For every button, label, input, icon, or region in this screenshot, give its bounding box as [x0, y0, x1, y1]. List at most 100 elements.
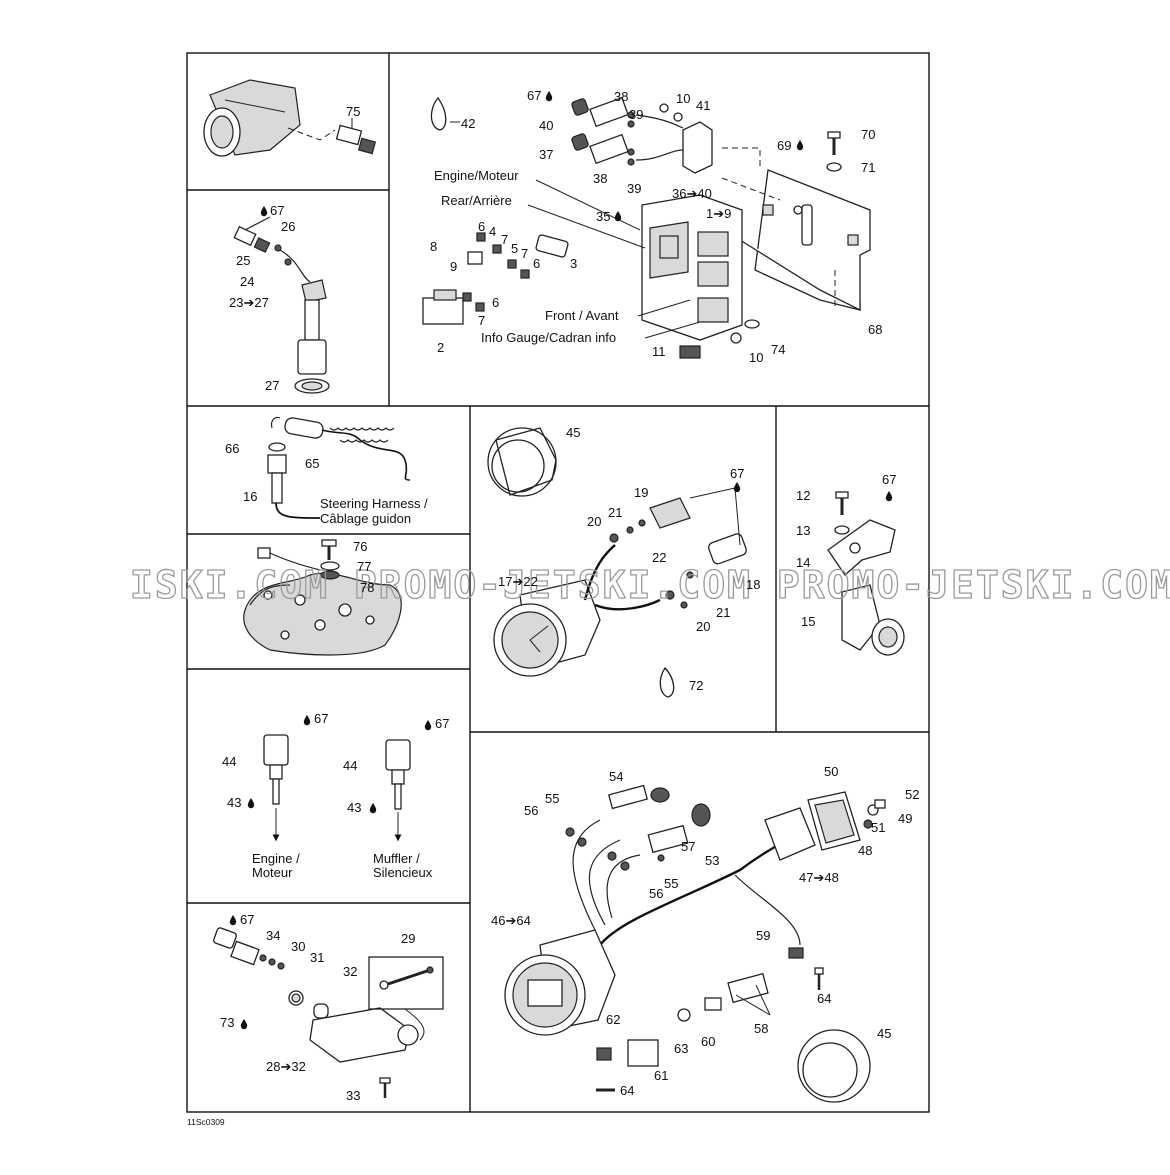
label-21: 21 [608, 505, 622, 520]
panel-water-sensor [233, 216, 330, 394]
label-46-64: 46➔64 [491, 913, 531, 928]
label-77: 77 [357, 559, 371, 574]
label-55: 55 [664, 876, 678, 891]
label-5: 5 [511, 241, 518, 256]
label-61: 61 [654, 1068, 668, 1083]
label-25: 25 [236, 253, 250, 268]
label-74: 74 [771, 342, 785, 357]
label-38: 38 [593, 171, 607, 186]
label-67: 67 [527, 88, 541, 103]
label-72: 72 [689, 678, 703, 693]
panel-speedometer-gauge [487, 427, 747, 698]
part-labels: 75 42 67 38 39 10 41 40 37 38 39 36➔40 6… [220, 88, 919, 1103]
label-muffler: Muffler / [373, 851, 420, 866]
label-rear-arriere: Rear/Arrière [441, 193, 512, 208]
label-59: 59 [756, 928, 770, 943]
label-34: 34 [266, 928, 280, 943]
label-14: 14 [796, 555, 810, 570]
label-39: 39 [627, 181, 641, 196]
label-73: 73 [220, 1015, 234, 1030]
label-65: 65 [305, 456, 319, 471]
label-1-9: 1➔9 [706, 206, 731, 221]
label-18: 18 [746, 577, 760, 592]
label-63: 63 [674, 1041, 688, 1056]
label-20: 20 [696, 619, 710, 634]
label-22: 22 [652, 550, 666, 565]
label-64: 64 [620, 1083, 634, 1098]
label-10: 10 [676, 91, 690, 106]
label-67: 67 [270, 203, 284, 218]
label-7: 7 [501, 232, 508, 247]
watermark: ISKI.COM PROMO-JETSKI.COM PROMO-JETSKI.C… [130, 563, 1170, 607]
label-20: 20 [587, 514, 601, 529]
label-76: 76 [353, 539, 367, 554]
label-front-avant: Front / Avant [545, 308, 619, 323]
label-31: 31 [310, 950, 324, 965]
label-23-27: 23➔27 [229, 295, 269, 310]
label-cablage-guidon: Câblage guidon [320, 511, 411, 526]
label-39: 39 [629, 107, 643, 122]
label-60: 60 [701, 1034, 715, 1049]
label-engine: Engine / [252, 851, 300, 866]
panel-ecm-module [422, 96, 871, 359]
label-70: 70 [861, 127, 875, 142]
panel-temp-sensors [263, 734, 411, 842]
label-engine-moteur: Engine/Moteur [434, 168, 519, 183]
label-13: 13 [796, 523, 810, 538]
label-32: 32 [343, 964, 357, 979]
label-38: 38 [614, 89, 628, 104]
label-57: 57 [681, 839, 695, 854]
label-6: 6 [478, 219, 485, 234]
label-42: 42 [461, 116, 475, 131]
label-51: 51 [871, 820, 885, 835]
label-54: 54 [609, 769, 623, 784]
label-67: 67 [314, 711, 328, 726]
label-67: 67 [240, 912, 254, 927]
label-16: 16 [243, 489, 257, 504]
label-43: 43 [227, 795, 241, 810]
label-8: 8 [430, 239, 437, 254]
label-67: 67 [730, 466, 744, 481]
panel-info-gauge-harness [504, 784, 886, 1103]
label-44: 44 [343, 758, 357, 773]
label-37: 37 [539, 147, 553, 162]
label-silencieux: Silencieux [373, 865, 433, 880]
label-info-gauge: Info Gauge/Cadran info [481, 330, 616, 345]
label-75: 75 [346, 104, 360, 119]
label-56: 56 [524, 803, 538, 818]
label-36-40: 36➔40 [672, 186, 712, 201]
label-64: 64 [817, 991, 831, 1006]
label-30: 30 [291, 939, 305, 954]
label-35: 35 [596, 209, 610, 224]
label-29: 29 [401, 931, 415, 946]
label-78: 78 [360, 580, 374, 595]
label-69: 69 [777, 138, 791, 153]
label-2: 2 [437, 340, 444, 355]
label-26: 26 [281, 219, 295, 234]
panel-temperature-sensor [203, 79, 377, 157]
label-71: 71 [861, 160, 875, 175]
panel-engine-sensor [243, 539, 402, 656]
label-53: 53 [705, 853, 719, 868]
figure-code: 11Sc0309 [187, 1117, 225, 1127]
label-49: 49 [898, 811, 912, 826]
label-67: 67 [435, 716, 449, 731]
label-62: 62 [606, 1012, 620, 1027]
label-9: 9 [450, 259, 457, 274]
label-28-32: 28➔32 [266, 1059, 306, 1074]
label-56: 56 [649, 886, 663, 901]
label-40: 40 [539, 118, 553, 133]
label-27: 27 [265, 378, 279, 393]
label-12: 12 [796, 488, 810, 503]
label-67: 67 [882, 472, 896, 487]
label-66: 66 [225, 441, 239, 456]
label-19: 19 [634, 485, 648, 500]
label-7: 7 [521, 246, 528, 261]
label-moteur: Moteur [252, 865, 293, 880]
label-15: 15 [801, 614, 815, 629]
label-44: 44 [222, 754, 236, 769]
label-41: 41 [696, 98, 710, 113]
label-45: 45 [566, 425, 580, 440]
label-43: 43 [347, 800, 361, 815]
